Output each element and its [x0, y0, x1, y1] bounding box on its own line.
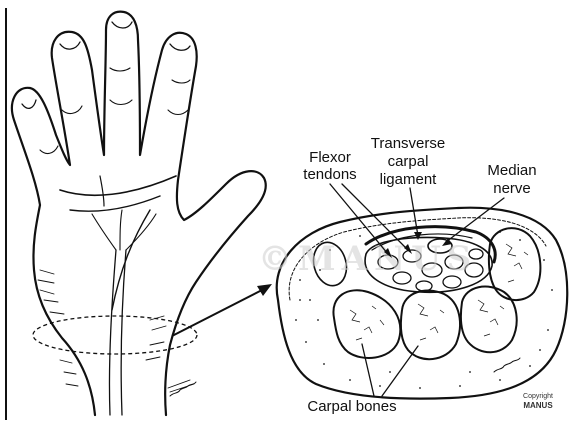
flexor-label-line1: Flexor: [309, 149, 351, 166]
tcl-label-line3: ligament: [380, 171, 438, 188]
tcl-label-line1: Transverse: [371, 135, 445, 152]
copyright-mark: Copyright MANUS: [523, 393, 553, 410]
label-flexor-tendons: Flexor tendons: [303, 149, 356, 183]
flexor-label-line2: tendons: [303, 166, 356, 183]
copyright-line2: MANUS: [523, 401, 553, 410]
label-median-nerve: Median nerve: [487, 162, 536, 197]
median-label-line2: nerve: [493, 180, 531, 197]
copyright-line1: Copyright: [523, 393, 553, 400]
tcl-label-line2: carpal: [388, 153, 429, 170]
label-carpal-bones: Carpal bones: [307, 398, 396, 415]
median-label-line1: Median: [487, 162, 536, 179]
